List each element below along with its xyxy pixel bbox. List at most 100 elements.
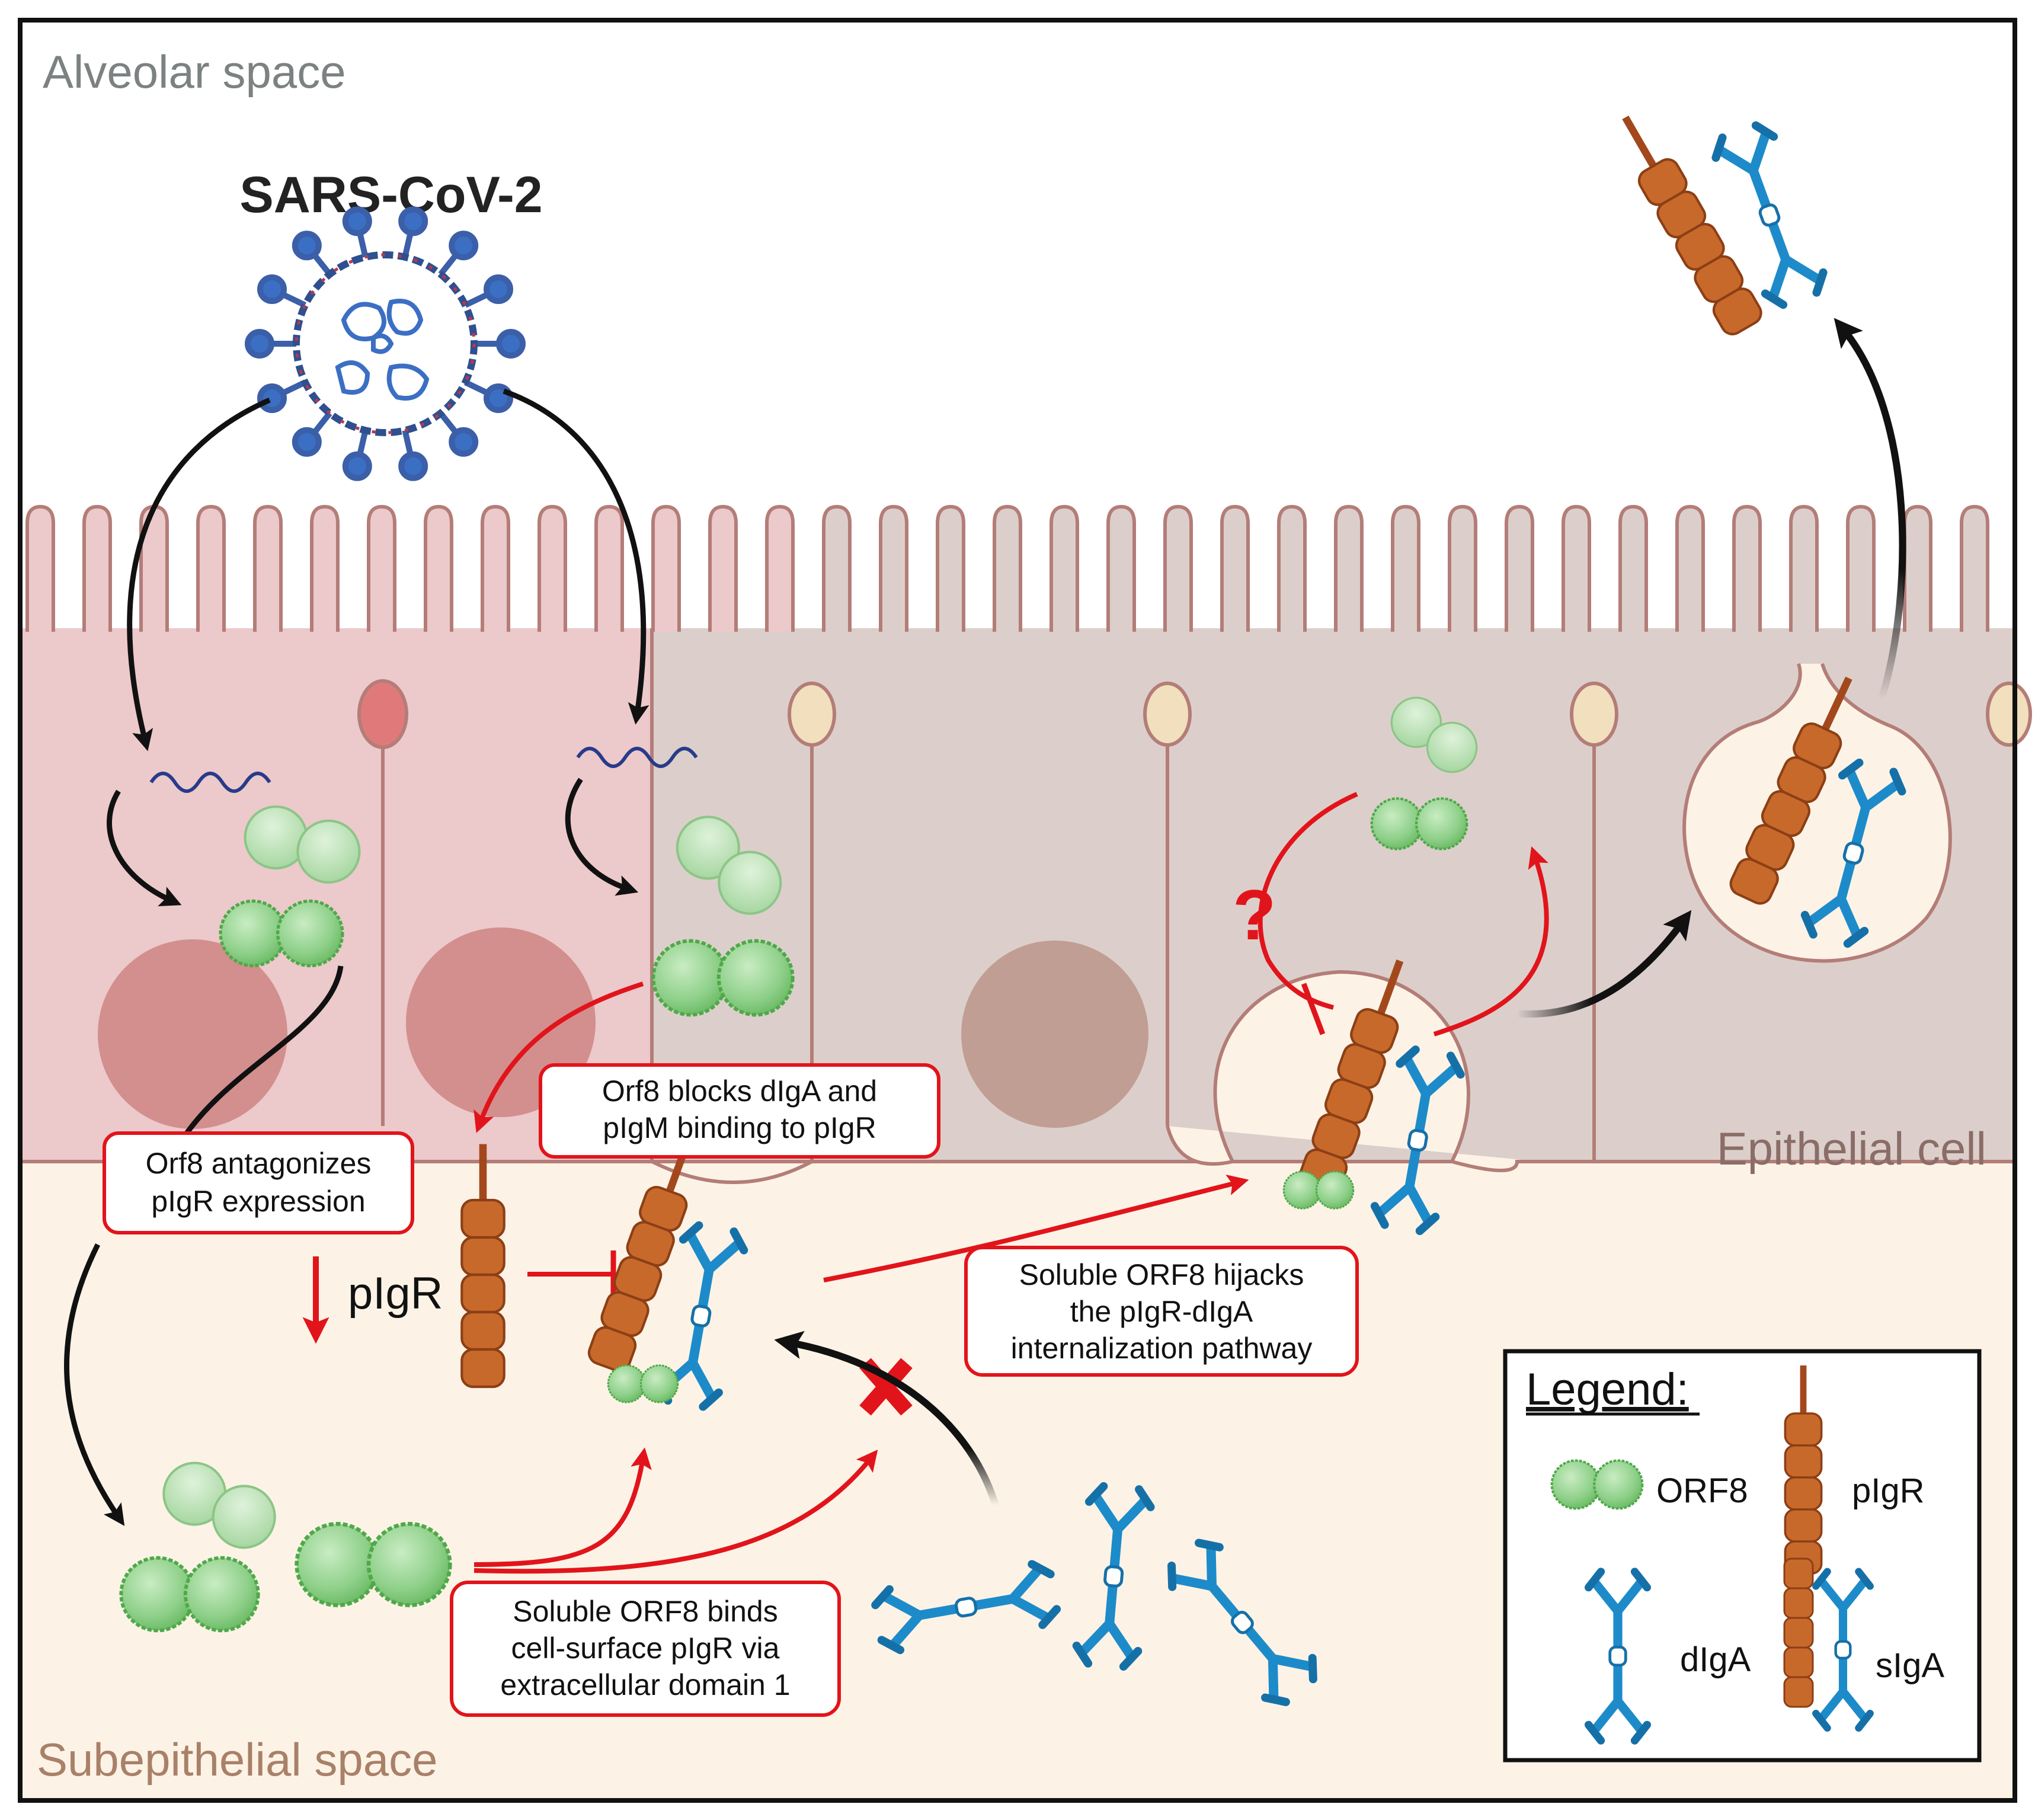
virus-spike-head <box>292 231 322 261</box>
microvillus <box>253 504 283 632</box>
microvillus <box>1732 504 1762 632</box>
legend-orf8-label: ORF8 <box>1656 1472 1748 1510</box>
viral-rna <box>149 772 271 793</box>
callout-line: Orf8 antagonizes <box>146 1147 372 1180</box>
callout-line: Soluble ORF8 binds <box>513 1595 777 1628</box>
callout-line: extracellular domain 1 <box>500 1668 790 1701</box>
microvillus <box>1903 504 1932 632</box>
legend: Legend: ORF8 pIgR dIgA sIgA <box>1503 1349 1982 1763</box>
tight-junction <box>1570 682 1618 747</box>
orf8-to-pigr-arrow <box>473 981 644 1133</box>
microvillus <box>993 504 1022 632</box>
question-mark: ? <box>1233 875 1276 955</box>
microvillus <box>1562 504 1591 632</box>
release-arrow <box>1834 318 1906 701</box>
callout-antagonizes: Orf8 antagonizes pIgR expression <box>103 1131 414 1234</box>
epithelial-cell-label: Epithelial cell <box>1717 1122 1986 1175</box>
virus-spike-head <box>342 451 372 481</box>
microvillus <box>196 504 226 632</box>
loop-arrow <box>1433 846 1549 1037</box>
legend-diga-label: dIgA <box>1680 1640 1751 1679</box>
callout-line: cell-surface pIgR via <box>511 1632 780 1665</box>
microvillus <box>1675 504 1705 632</box>
callout-line: pIgM binding to pIgR <box>603 1111 876 1144</box>
virus-spike-head <box>342 206 372 236</box>
tight-junction <box>788 682 836 747</box>
microvillus <box>708 504 738 632</box>
tight-junctions <box>357 679 2032 749</box>
tight-junction <box>1986 682 2032 747</box>
virus-spike-head <box>398 451 428 481</box>
frame <box>18 18 2017 1803</box>
microvillus <box>1618 504 1648 632</box>
microvillus <box>310 504 340 632</box>
binds-arrow-b <box>473 1449 878 1574</box>
virus-spike-head <box>484 274 514 305</box>
translation-arrow-left <box>107 789 182 907</box>
callout-binds: Soluble ORF8 binds cell-surface pIgR via… <box>450 1581 841 1717</box>
translation-arrow-right <box>565 778 639 896</box>
microvillus <box>1050 504 1079 632</box>
microvillus <box>1960 504 1989 632</box>
microvillus <box>1789 504 1819 632</box>
microvillus <box>537 504 567 632</box>
nucleus <box>98 939 287 1129</box>
microvillus <box>1163 504 1193 632</box>
virus-spike-head <box>292 427 322 457</box>
microvillus <box>594 504 624 632</box>
microvilli-row <box>20 501 2015 632</box>
microvillus <box>481 504 510 632</box>
virus-spike-head <box>245 329 274 359</box>
callout-line: pIgR expression <box>151 1185 365 1218</box>
transcytosis-arrow <box>1516 910 1692 1018</box>
infection-arrow-left <box>127 397 271 751</box>
callout-hijacks: Soluble ORF8 hijacks the pIgR-dIgA inter… <box>964 1246 1359 1377</box>
microvillus <box>1846 504 1876 632</box>
microvillus <box>1448 504 1477 632</box>
microvillus <box>822 504 852 632</box>
microvillus <box>879 504 908 632</box>
subepithelial-space-label: Subepithelial space <box>37 1733 437 1786</box>
tight-junction <box>1143 682 1192 747</box>
callout-line: Soluble ORF8 hijacks <box>1019 1258 1304 1291</box>
diga-uptake-arrow <box>774 1330 999 1506</box>
virus-spike-head <box>449 427 479 457</box>
virus-spike-head <box>398 206 428 236</box>
red-arrows <box>473 792 1549 1574</box>
microvillus <box>936 504 965 632</box>
question-inhibition <box>1258 792 1358 1010</box>
legend-title: Legend: <box>1526 1364 1689 1415</box>
callout-line: internalization pathway <box>1011 1332 1313 1365</box>
virus-spike-head <box>449 231 479 261</box>
callout-blocks: Orf8 blocks dIgA and pIgM binding to pIg… <box>539 1063 940 1159</box>
microvillus <box>1334 504 1364 632</box>
callout-line: Orf8 blocks dIgA and <box>602 1074 877 1108</box>
microvillus <box>1277 504 1307 632</box>
microvillus <box>25 504 55 632</box>
microvillus <box>1106 504 1136 632</box>
microvillus <box>765 504 795 632</box>
virus-spike-head <box>496 329 526 359</box>
virus-spike-head <box>257 274 287 305</box>
microvillus <box>367 504 396 632</box>
microvillus <box>424 504 453 632</box>
legend-siga-label: sIgA <box>1876 1646 1944 1685</box>
pigr-down-label: pIgR <box>348 1268 443 1319</box>
microvillus <box>1391 504 1420 632</box>
siga-icon <box>1783 1557 1870 1728</box>
microvillus <box>82 504 112 632</box>
viral-rna <box>576 747 698 768</box>
alveolar-space-label: Alveolar space <box>43 46 346 98</box>
secretion-arrow-lower <box>64 1243 125 1526</box>
infection-arrow-right <box>503 388 649 725</box>
microvillus <box>1220 504 1250 632</box>
binds-arrow-a <box>473 1447 652 1567</box>
hijack-arrow <box>823 1174 1249 1282</box>
virus-spike-head <box>257 383 287 413</box>
tight-junction-infected <box>357 679 408 749</box>
microvillus <box>1505 504 1534 632</box>
callout-line: the pIgR-dIgA <box>1070 1295 1253 1328</box>
microvillus <box>651 504 681 632</box>
coronavirus-icon <box>245 206 526 481</box>
